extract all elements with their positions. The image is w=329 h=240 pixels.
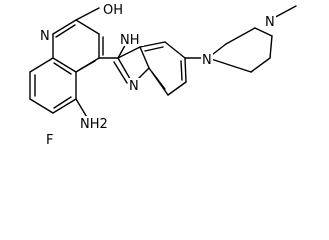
bond bbox=[53, 62, 72, 75]
atom-label-imidazole-nh: NH bbox=[120, 33, 140, 48]
bond bbox=[75, 98, 89, 120]
bond bbox=[52, 57, 77, 73]
bond bbox=[113, 61, 128, 84]
bond bbox=[225, 27, 256, 45]
atom-label-hydroxyl: OH bbox=[103, 3, 123, 18]
bond bbox=[269, 35, 273, 59]
atom-label-fluorine: F bbox=[46, 133, 53, 148]
bond bbox=[52, 19, 77, 35]
bond bbox=[75, 19, 100, 35]
bond bbox=[139, 41, 166, 48]
chemical-structure-diagram: OH N NH N NH2 F N N bbox=[29, 2, 297, 148]
bond bbox=[184, 57, 187, 83]
bond bbox=[78, 60, 96, 71]
atom-label-quinoline-nitrogen: N bbox=[40, 29, 50, 44]
bond bbox=[164, 41, 186, 59]
atom-label-layer: OH N NH N NH2 F N N bbox=[39, 2, 276, 148]
bond bbox=[139, 46, 150, 69]
bond bbox=[254, 27, 273, 37]
bond-layer bbox=[29, 5, 297, 120]
bond bbox=[167, 81, 187, 96]
bond bbox=[75, 7, 100, 21]
bond bbox=[117, 46, 141, 59]
bond bbox=[29, 98, 54, 114]
bond bbox=[55, 24, 76, 38]
bond bbox=[207, 57, 252, 73]
atom-label-piperazine-n1: N bbox=[202, 53, 212, 68]
atom-label-amine: NH2 bbox=[80, 117, 108, 132]
bond bbox=[250, 57, 271, 73]
atom-label-imidazole-n: N bbox=[129, 79, 139, 94]
bond bbox=[52, 98, 77, 114]
bond bbox=[53, 96, 72, 109]
atom-label-piperazine-n4: N bbox=[265, 15, 275, 30]
bond bbox=[180, 60, 183, 81]
bond bbox=[144, 46, 164, 52]
bond bbox=[151, 71, 166, 90]
bond bbox=[29, 57, 54, 73]
